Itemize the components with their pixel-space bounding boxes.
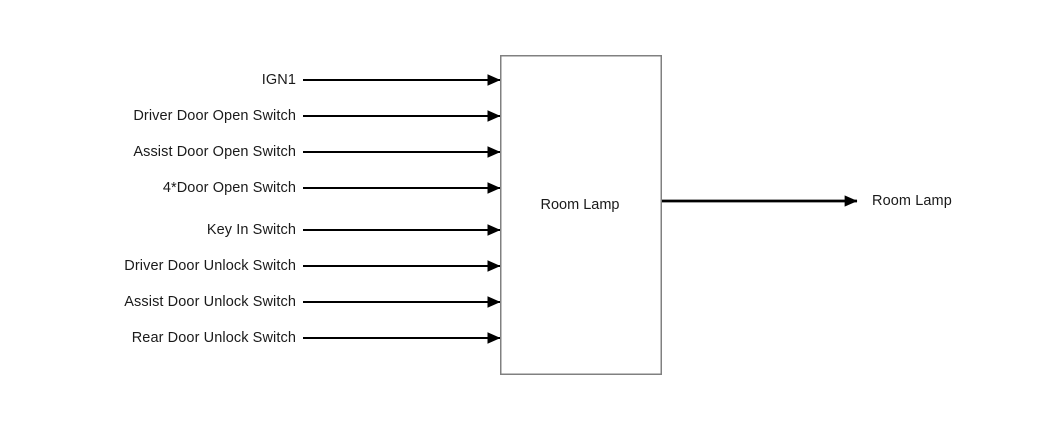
room-lamp-block-label: Room Lamp <box>540 196 620 213</box>
input-connector-group <box>303 74 501 344</box>
input-signal-label-2: Assist Door Open Switch <box>133 143 296 160</box>
room-lamp-block[interactable] <box>500 55 662 375</box>
output-signal-label-0: Room Lamp <box>872 192 952 209</box>
input-signal-label-4: Key In Switch <box>206 221 296 238</box>
input-signal-label-7: Rear Door Unlock Switch <box>131 329 296 346</box>
input-signal-label-3: 4*Door Open Switch <box>162 179 296 196</box>
input-signal-label-6: Assist Door Unlock Switch <box>124 293 296 310</box>
input-signal-label-5: Driver Door Unlock Switch <box>124 257 296 274</box>
input-signal-label-1: Driver Door Open Switch <box>133 107 296 124</box>
block-shape-group <box>500 55 662 375</box>
input-signal-label-0: IGN1 <box>261 71 296 88</box>
